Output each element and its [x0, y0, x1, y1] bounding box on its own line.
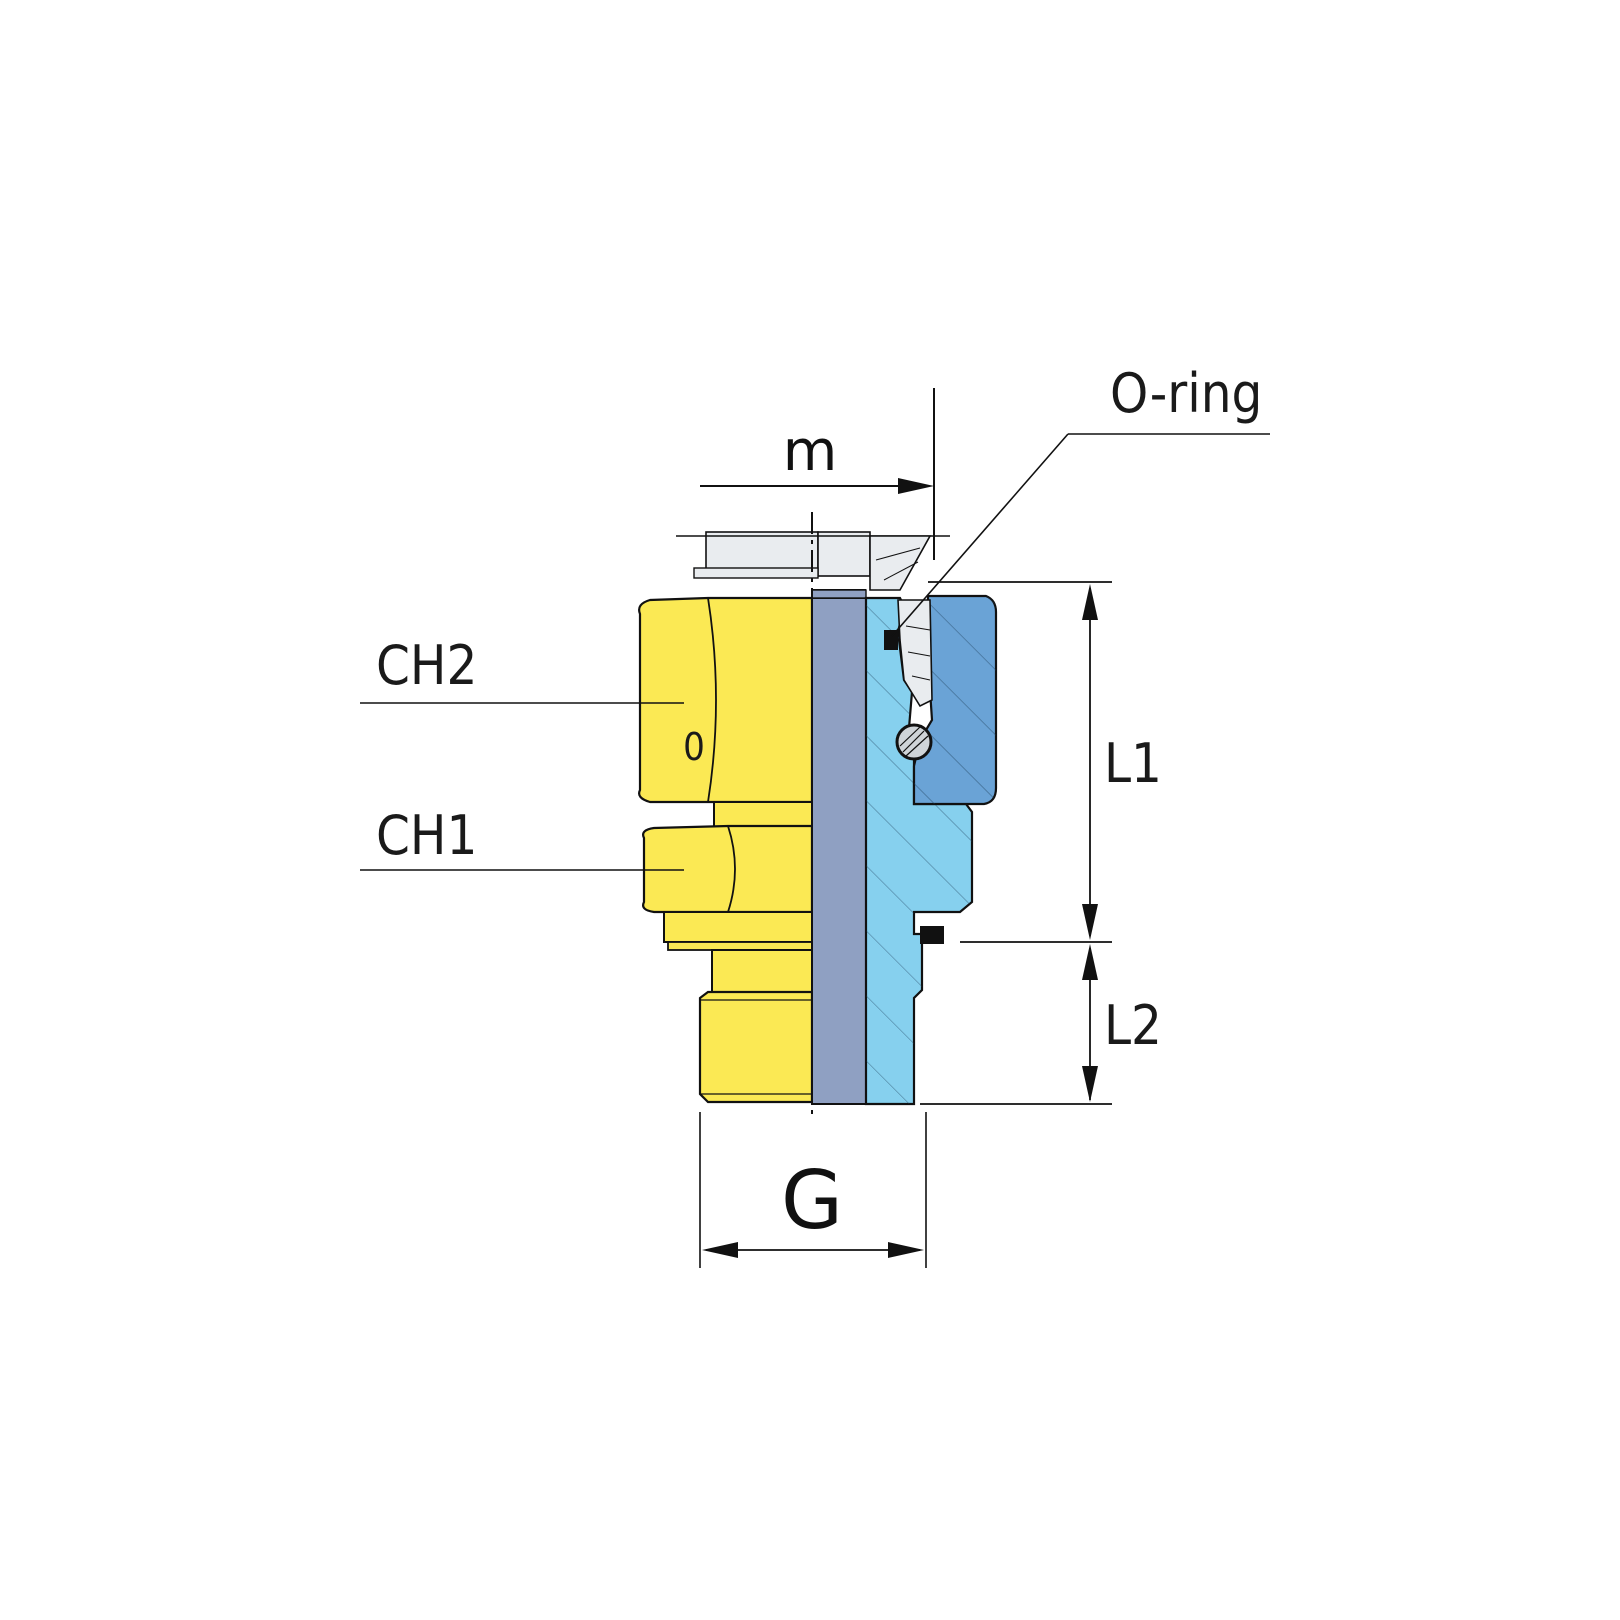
- dim-l: [920, 581, 1112, 1105]
- ch2-hex-mark: 0: [683, 725, 705, 769]
- seal-upper: [884, 630, 898, 650]
- label-m: m: [783, 419, 838, 484]
- leader-o-ring: [891, 433, 1270, 637]
- label-ch2: CH2: [376, 634, 477, 697]
- label-o-ring: O-ring: [1110, 362, 1262, 425]
- o-ring-seal: [895, 723, 933, 761]
- thread-g: [698, 990, 814, 1104]
- tube: [811, 589, 867, 1105]
- nut-ch2: [638, 596, 814, 804]
- dim-g: [699, 1112, 927, 1268]
- dim-m: [700, 388, 935, 560]
- label-ch1: CH1: [376, 804, 477, 867]
- nut-section: [912, 594, 998, 806]
- label-l2: L2: [1104, 994, 1162, 1057]
- cutting-ring: [897, 599, 933, 708]
- seal-lower: [920, 926, 944, 944]
- nut-ch1: [642, 824, 814, 914]
- neck-upper: [713, 801, 813, 829]
- label-l1: L1: [1104, 732, 1162, 795]
- body-collar: [663, 911, 813, 993]
- tube-stub: [676, 531, 950, 591]
- label-g: G: [781, 1154, 843, 1247]
